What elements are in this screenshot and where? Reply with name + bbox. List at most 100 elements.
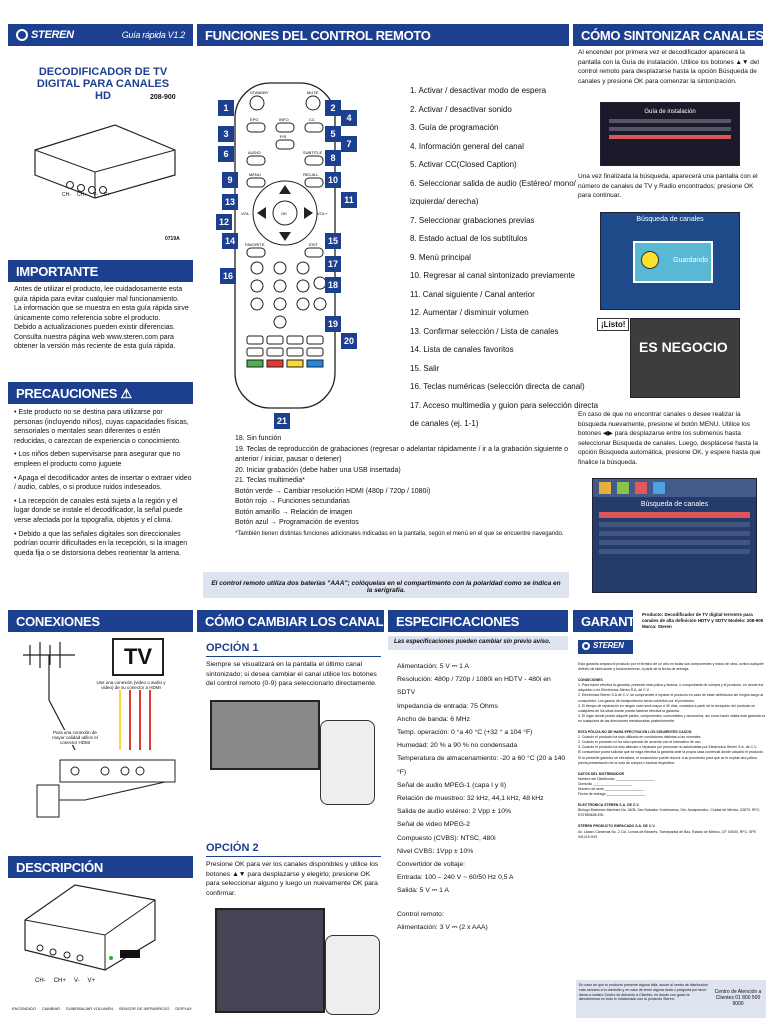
remote-item: 5. Activar CC(Closed Caption) [410, 160, 517, 169]
warranty-center: Centro de Atención a Clientes 01 800 500… [714, 989, 762, 1007]
remote-item: 12. Aumentar / disminuir volumen [410, 308, 529, 317]
warranty-p: 1. Cuando el producto ha sido utilizado … [578, 735, 702, 740]
remote-item: Botón azul → Programación de eventos [235, 519, 359, 526]
warranty-header: GARANTÍA [573, 610, 633, 632]
description-header: DESCRIPCIÓN [8, 856, 193, 878]
option1-rule [206, 656, 381, 657]
install-screen: Guía de instalación [600, 102, 740, 166]
callout-7: 7 [341, 136, 357, 152]
precaution-item: • Este producto no se destina para utili… [14, 409, 189, 445]
warranty-p: Esta garantía ampara el producto por el … [578, 662, 764, 672]
important-header: IMPORTANTE [8, 260, 193, 282]
remote-item: 4. Información general del canal [410, 141, 524, 151]
option1-tv-image [210, 700, 320, 770]
callout-15: 15 [325, 233, 341, 249]
desc-label: CH- [35, 978, 46, 984]
tv-box: TV [112, 638, 164, 676]
spec-item: Convertidor de voltaje: [397, 861, 466, 869]
warranty-footer-text: En caso de que tu producto presente algu… [579, 983, 709, 1002]
decoder-port-labels: CH-CH+V-V+ [62, 192, 110, 198]
remote-item: 20. Iniciar grabación (debe haber una US… [235, 466, 401, 474]
remote-item: 9. Menú principal [410, 252, 471, 262]
ready-label: ¡Listo! [597, 318, 630, 331]
warranty-p: Biólogo Maximino Martínez No. 3408, San … [578, 808, 761, 818]
svg-text:MUTE: MUTE [307, 90, 319, 95]
svg-text:STANDBY: STANDBY [250, 90, 269, 95]
callout-18: 18 [325, 277, 341, 293]
port-label: CH+ [76, 192, 88, 198]
specs-note: Las especificaciones pueden cambiar sin … [388, 636, 568, 650]
option1-title: OPCIÓN 1 [206, 642, 259, 654]
warranty-p: ESTA PÓLIZA NO SE HARÁ EFECTIVA EN LOS S… [578, 730, 693, 735]
decoder-front-illustration [24, 884, 156, 971]
warranty-text: Esta garantía ampara el producto por el … [578, 662, 766, 840]
description-labels: CH-CH+V-V+ [35, 978, 95, 984]
important-p2: La información que se muestra en esta gu… [14, 305, 189, 322]
spec-item: Temp. operación: 0 °a 40 °C (+32 ° a 104… [397, 729, 533, 737]
svg-text:RECALL: RECALL [303, 172, 319, 177]
spec-item: Humedad: 20 % a 90 % no condensada [397, 742, 518, 750]
option2-rule [206, 856, 381, 857]
install-screen-title: Guía de instalación [644, 109, 696, 115]
warranty-logo: STEREN [578, 640, 633, 654]
warranty-p: Domicilio ____________________ [578, 781, 633, 786]
remote-item: 13. Confirmar selección / Lista de canal… [410, 326, 559, 336]
callout-1: 1 [218, 100, 234, 116]
spec-item: Control remoto: [397, 910, 444, 918]
remote-item: izquierda/ derecha) [410, 197, 479, 206]
spec-item: Alimentación: 5 V ⎓ 1 A [397, 663, 469, 670]
precaution-item: • Apaga el decodificador antes de insert… [14, 474, 192, 492]
logo-icon [16, 29, 28, 41]
remote-item: 16. Teclas numéricas (selección directa … [410, 382, 585, 391]
tune-text-2: Una vez finalizada la búsqueda, aparecer… [578, 173, 758, 199]
remote-item: 19. Teclas de reproducción de grabacione… [235, 445, 568, 464]
spec-item: Alimentación: 3 V ⎓ (2 x AAA) [397, 923, 488, 931]
remote-function-list-2: 18. Sin función 19. Teclas de reproducci… [235, 434, 570, 539]
svg-text:AUDIO: AUDIO [248, 150, 261, 155]
callout-5: 5 [325, 126, 341, 142]
guide-label: Guía rápida [121, 30, 166, 40]
remote-item: 11. Canal siguiente / Canal anterior [410, 289, 535, 299]
svg-text:FAVORITE: FAVORITE [245, 242, 265, 247]
precaution-item: • La recepción de canales está sujeta a … [14, 497, 183, 524]
desc-callout: CAMBIAR [41, 1006, 61, 1011]
brand-header: STEREN Guía rápida V1.2 [8, 24, 193, 46]
option1-text: Siempre se visualizará en la pantalla el… [206, 661, 377, 687]
svg-text:MENU: MENU [249, 172, 261, 177]
remote-item: Botón rojo → Funciones secundarias [235, 498, 350, 505]
warranty-p: 2. Electrónica Steren S.A de C.V. se com… [578, 693, 764, 703]
channel-screen-text: ES NEGOCIO [639, 339, 728, 355]
spec-item: Relación de muestreo: 32 kHz, 44,1 kHz, … [397, 795, 544, 803]
callout-16: 16 [220, 268, 236, 284]
remote-item: 10. Regresar al canal sintonizado previa… [410, 271, 575, 280]
option2-title: OPCIÓN 2 [206, 842, 259, 854]
callout-2: 2 [325, 100, 341, 116]
specs-list: Alimentación: 5 V ⎓ 1 A Resolución: 480p… [397, 660, 569, 934]
remote-item: Botón amarillo → Relación de imagen [235, 508, 353, 516]
specs-header: ESPECIFICACIONES [388, 610, 568, 632]
svg-text:P/S: P/S [280, 134, 287, 139]
warranty-p: Nombre del Distribuidor ________________… [578, 776, 655, 781]
callout-4: 4 [341, 110, 357, 126]
remote-item: 17. Acceso multimedia y guion para selec… [410, 400, 599, 410]
port-label: V+ [103, 192, 111, 198]
connections-note-1: Use una conexión (video o audio y video)… [96, 680, 166, 690]
spec-item: Nivel CVBS: 1Vpp ± 10% [397, 847, 474, 855]
svg-text:CC: CC [309, 117, 315, 122]
callout-19: 19 [325, 316, 341, 332]
callout-3: 3 [218, 126, 234, 142]
svg-text:VOL+: VOL+ [317, 211, 328, 216]
option2-text: Presione OK para ver los canales disponi… [206, 861, 379, 897]
search-screen-title: Búsqueda de canales [636, 216, 704, 223]
remote-battery-note: El control remoto utiliza dos baterías "… [203, 572, 569, 598]
remote-item: de canales (ej. 1-1) [410, 419, 479, 428]
remote-header: FUNCIONES DEL CONTROL REMOTO [197, 24, 569, 46]
tune-text-1: Al encender por primera vez el decodific… [578, 49, 759, 85]
remote-item: 21. Teclas multimedia* [235, 477, 305, 484]
model-number: 208-900 [150, 94, 176, 101]
desc-callout: SENSOR DE INFRARROJO [118, 1006, 170, 1011]
remote-item: 6. Seleccionar salida de audio (Estéreo/… [410, 178, 576, 188]
callout-11: 11 [341, 192, 357, 208]
spec-item: Señal de audio MPEG-1 (capa I y II) [397, 781, 507, 789]
